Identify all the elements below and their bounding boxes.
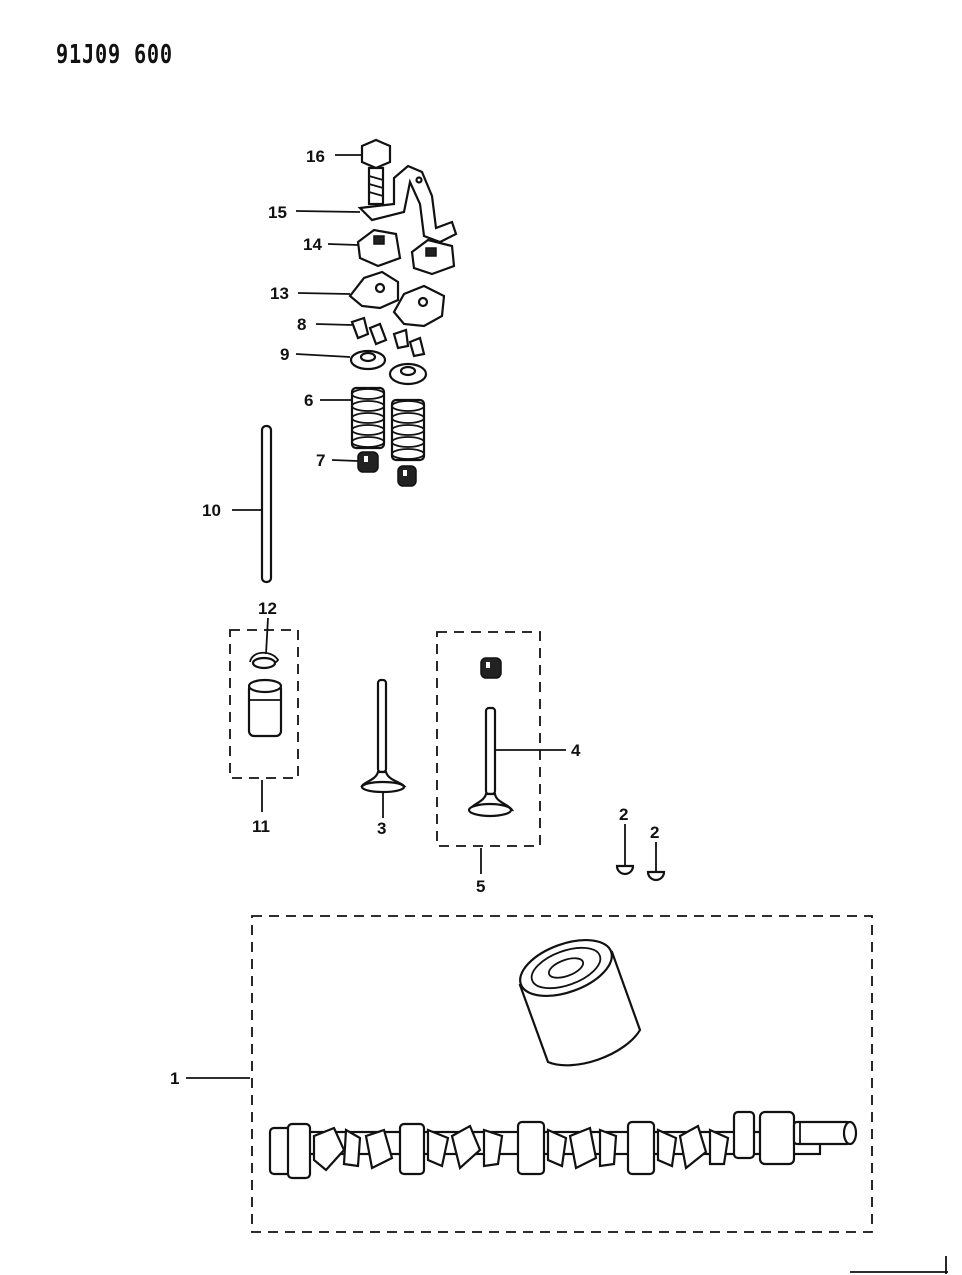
valve-keeper-part xyxy=(350,316,426,358)
rocker-pivot-part xyxy=(356,228,456,276)
corner-mark xyxy=(850,1256,948,1274)
callout-14: 14 xyxy=(303,235,322,254)
callout-15: 15 xyxy=(268,203,287,222)
callout-2-right: 2 xyxy=(650,823,659,842)
cup-plug-part xyxy=(615,864,666,882)
leader-lines xyxy=(186,154,657,1079)
rocker-bridge-part xyxy=(357,164,458,244)
intake-valve-group xyxy=(436,631,541,847)
callout-7: 7 xyxy=(316,451,325,470)
callout-5: 5 xyxy=(476,877,485,896)
callout-3: 3 xyxy=(377,819,386,838)
callout-numbers: 16 15 14 13 8 9 6 7 10 12 11 3 4 5 2 2 1 xyxy=(170,147,659,1088)
callout-10: 10 xyxy=(202,501,221,520)
camshaft-kit-group xyxy=(251,915,873,1233)
exhaust-valve-part xyxy=(360,678,407,794)
callout-8: 8 xyxy=(297,315,306,334)
callout-9: 9 xyxy=(280,345,289,364)
rocker-arm-part xyxy=(348,270,446,328)
callout-16: 16 xyxy=(306,147,325,166)
callout-11: 11 xyxy=(252,817,270,836)
callout-4: 4 xyxy=(571,741,581,760)
valve-seal-part xyxy=(357,451,417,487)
drawing-code: 91J09 600 xyxy=(56,40,173,70)
bolt-part xyxy=(360,138,392,206)
camshaft-part xyxy=(268,1110,858,1180)
lifter-group xyxy=(229,629,299,779)
callout-1: 1 xyxy=(170,1069,179,1088)
valve-spring-part xyxy=(350,386,426,462)
callout-2-left: 2 xyxy=(619,805,628,824)
callout-12: 12 xyxy=(258,599,277,618)
lubricant-can-part xyxy=(518,939,642,1067)
callout-6: 6 xyxy=(304,391,313,410)
spring-retainer-part xyxy=(349,349,428,386)
push-rod-part xyxy=(260,424,273,584)
callout-13: 13 xyxy=(270,284,289,303)
